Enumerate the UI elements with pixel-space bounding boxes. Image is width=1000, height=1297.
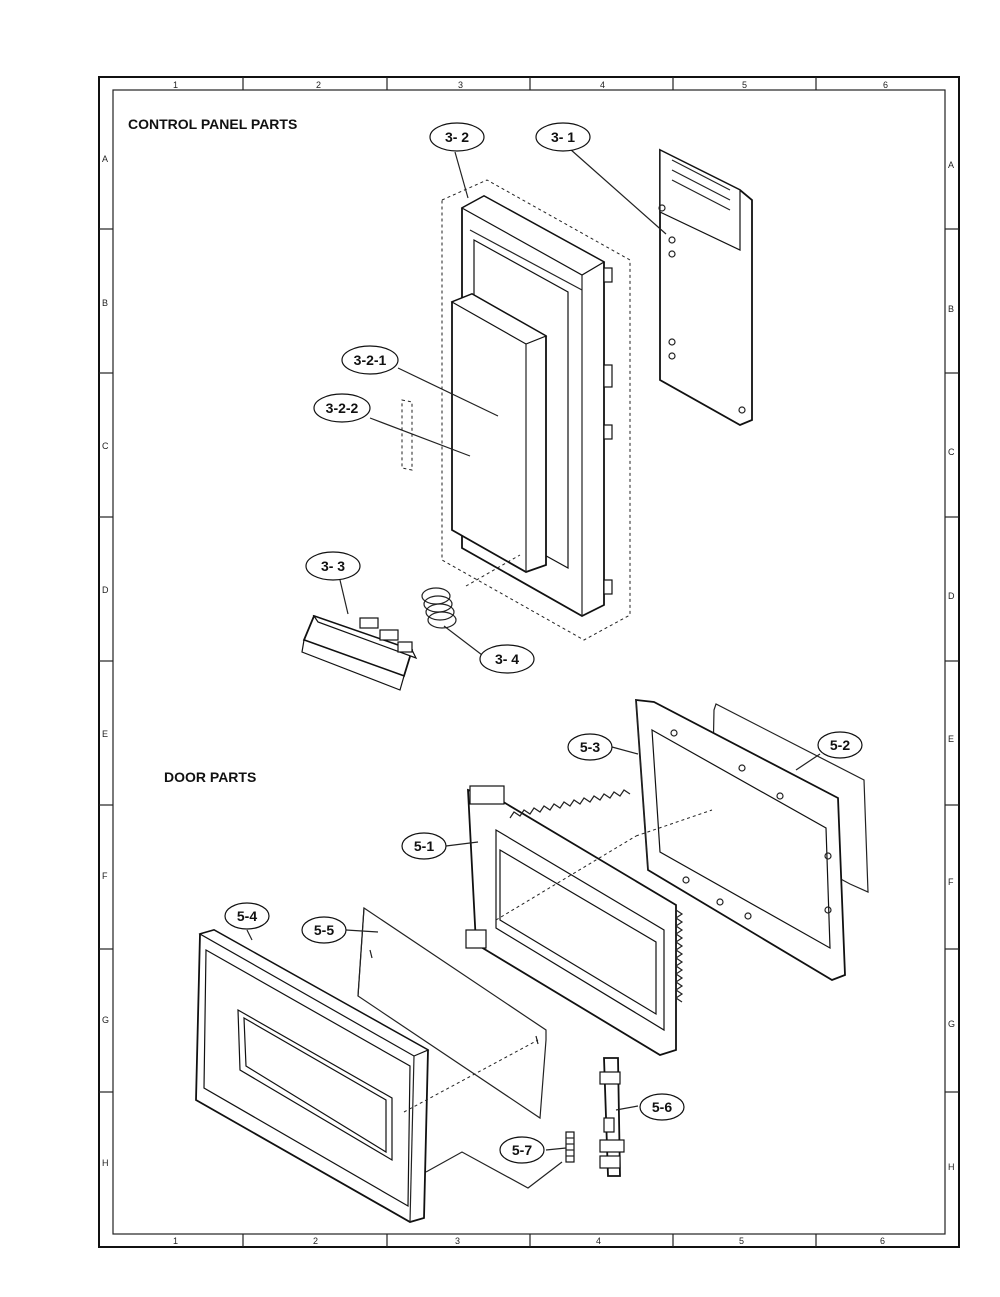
row-ticks <box>99 228 959 1093</box>
callout-3-3[interactable]: 3- 3 <box>305 551 361 581</box>
door-parts-title: DOOR PARTS <box>164 769 256 785</box>
callout-3-2-2[interactable]: 3-2-2 <box>313 393 371 423</box>
callout-5-4[interactable]: 5-4 <box>224 902 270 930</box>
row-label-left-b: B <box>102 298 108 308</box>
callout-5-4-text: 5-4 <box>237 908 257 924</box>
outer-door <box>195 929 430 1223</box>
row-label-right-a: A <box>948 160 954 170</box>
row-label-left-d: D <box>102 585 109 595</box>
row-label-right-e: E <box>948 734 954 744</box>
callout-3-2-text: 3- 2 <box>445 129 469 145</box>
callout-3-1[interactable]: 3- 1 <box>535 122 591 152</box>
callout-3-2[interactable]: 3- 2 <box>429 122 485 152</box>
col-label-top-3: 3 <box>458 80 463 90</box>
door-frame <box>465 785 684 1056</box>
control-panel-assembly-outline <box>441 179 631 641</box>
col-label-bottom-6: 6 <box>880 1236 885 1246</box>
callout-5-3-text: 5-3 <box>580 739 600 755</box>
row-label-left-a: A <box>102 154 108 164</box>
callout-5-2[interactable]: 5-2 <box>817 731 863 759</box>
button-spring <box>421 587 457 629</box>
col-label-top-6: 6 <box>883 80 888 90</box>
col-label-bottom-1: 1 <box>173 1236 178 1246</box>
callout-3-4[interactable]: 3- 4 <box>479 644 535 674</box>
callout-5-3[interactable]: 5-3 <box>567 733 613 761</box>
callout-5-5[interactable]: 5-5 <box>301 916 347 944</box>
inner-frame <box>112 89 946 1235</box>
callout-5-1-text: 5-1 <box>414 838 434 854</box>
row-label-left-f: F <box>102 871 108 881</box>
door-latch-lever <box>599 1057 625 1177</box>
callout-5-7-text: 5-7 <box>512 1142 532 1158</box>
callout-5-6-text: 5-6 <box>652 1099 672 1115</box>
col-label-bottom-5: 5 <box>739 1236 744 1246</box>
row-label-left-g: G <box>102 1015 109 1025</box>
callout-3-4-text: 3- 4 <box>495 651 519 667</box>
callout-3-2-1[interactable]: 3-2-1 <box>341 345 399 375</box>
row-label-right-c: C <box>948 447 955 457</box>
row-label-right-f: F <box>948 877 954 887</box>
panel-label-sheet <box>401 399 413 471</box>
outer-frame <box>98 76 960 1248</box>
col-label-top-5: 5 <box>742 80 747 90</box>
callout-5-5-text: 5-5 <box>314 922 334 938</box>
door-open-button <box>301 614 418 691</box>
row-label-left-e: E <box>102 729 108 739</box>
callout-3-2-1-text: 3-2-1 <box>354 352 387 368</box>
choke-frame <box>635 698 846 981</box>
callout-5-6[interactable]: 5-6 <box>639 1093 685 1121</box>
callout-5-1[interactable]: 5-1 <box>401 832 447 860</box>
row-label-left-c: C <box>102 441 109 451</box>
col-label-top-4: 4 <box>600 80 605 90</box>
col-label-bottom-3: 3 <box>455 1236 460 1246</box>
col-label-top-1: 1 <box>173 80 178 90</box>
row-label-right-g: G <box>948 1019 955 1029</box>
row-label-left-h: H <box>102 1158 109 1168</box>
callout-5-2-text: 5-2 <box>830 737 850 753</box>
callout-3-1-text: 3- 1 <box>551 129 575 145</box>
callout-5-7[interactable]: 5-7 <box>499 1136 545 1164</box>
row-label-right-b: B <box>948 304 954 314</box>
col-label-bottom-2: 2 <box>313 1236 318 1246</box>
membrane-panel <box>450 293 548 573</box>
control-pcb <box>658 148 753 426</box>
col-label-bottom-4: 4 <box>596 1236 601 1246</box>
row-label-right-d: D <box>948 591 955 601</box>
control-panel-parts-title: CONTROL PANEL PARTS <box>128 116 297 132</box>
row-label-right-h: H <box>948 1162 955 1172</box>
latch-spring <box>565 1131 575 1163</box>
callout-3-2-2-text: 3-2-2 <box>326 400 359 416</box>
col-label-top-2: 2 <box>316 80 321 90</box>
column-ticks <box>242 77 817 1247</box>
callout-3-3-text: 3- 3 <box>321 558 345 574</box>
